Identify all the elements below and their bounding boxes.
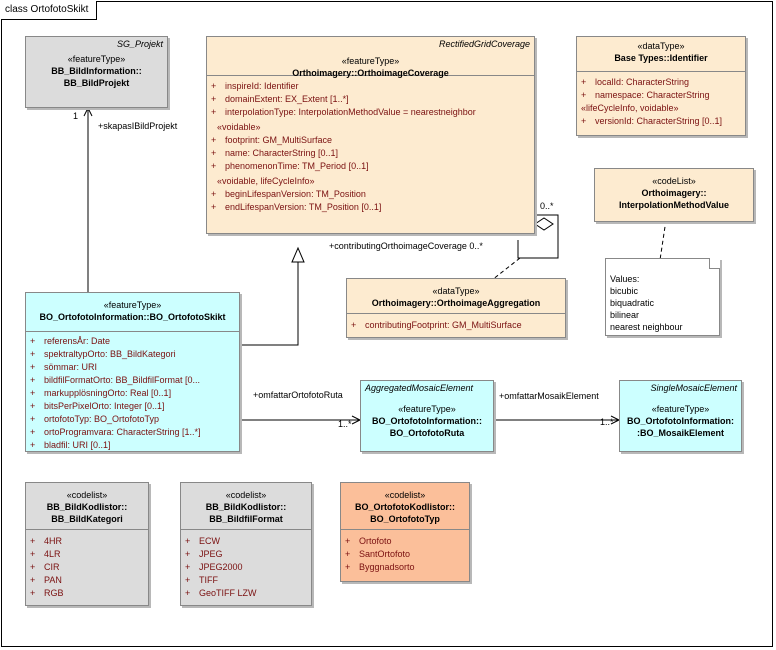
note-line: bicubic [610,286,639,296]
attribute: +domainExtent: EX_Extent [1..*] [211,94,349,104]
attribute: +inspireId: Identifier [211,81,299,91]
attribute: +beginLifespanVersion: TM_Position [211,189,366,199]
code-value: +SantOrtofoto [345,549,411,559]
code-value: +Ortofoto [345,536,392,546]
aggregation-loop [517,214,559,259]
class-orthoimage-coverage[interactable]: RectifiedGridCoverage «featureType» Orth… [206,36,535,234]
attribute: +bitsPerPixelOrto: Integer [0..1] [30,401,165,411]
attribute: +phenomenonTime: TM_Period [0..1] [211,161,369,171]
stereotype: «featureType» [103,300,162,310]
class-bo-ortoforuta[interactable]: AggregatedMosaicElement «featureType» BO… [360,380,494,452]
note-line: Values: [610,274,640,284]
attribute: +localId: CharacterString [581,77,690,87]
attribute: +ortofotoTyp: BO_OrtofotoTyp [30,414,160,424]
attribute: +bildfilFormatOrto: BB_BildfilFormat [0.… [30,375,201,385]
class-name: BO_OrtofotoInformation::BO_OrtofotoSkikt [39,312,226,322]
stereotype: «codelist» [225,490,267,500]
class-interpolation-method-value[interactable]: «codeList» Orthoimagery:: InterpolationM… [594,168,754,222]
attribute: +interpolationType: InterpolationMethodV… [211,107,476,117]
skapas-i-arrowhead [83,106,93,117]
generalization-line [240,262,299,346]
stereotype: «codelist» [66,490,108,500]
note-line: biquadratic [610,298,655,308]
aggregation-diamond [534,217,554,231]
code-value: +4HR [30,536,63,546]
attribute: +namespace: CharacterString [581,90,710,100]
stereotype: «featureType» [67,54,126,64]
attribute: +versionId: CharacterString [0..1] [581,116,723,126]
class-name: Orthoimagery:: InterpolationMethodValue [618,188,729,210]
role-label: +omfattarMosaikElement [499,391,599,401]
class-bo-mosaikelement[interactable]: SingleMosaicElement «featureType» BO_Ort… [619,380,742,452]
class-name: BO_OrtofotoKodlistor:: BO_OrtofotoTyp [355,502,455,524]
attribute: +spektraltypOrto: BB_BildKategori [30,349,176,359]
stereotype: «dataType» [637,41,685,51]
stereotype: «codelist» [384,490,426,500]
attribute: +referensÅr: Date [30,336,111,346]
role-label: +contributingOrthoimageCoverage 0..* [329,241,483,251]
attribute: +markupplösningOrto: Real [0..1] [30,388,172,398]
class-name: Base Types::Identifier [614,53,708,63]
multiplicity-label: 0..* [540,201,554,211]
code-value: +CIR [30,562,60,572]
template-label: SingleMosaicElement [650,383,737,393]
generalization-arrowhead [291,246,305,263]
code-value: +JPEG [185,549,223,559]
attribute: +name: CharacterString [0..1] [211,148,339,158]
code-value: +ECW [185,536,220,546]
association-class-link [491,257,521,281]
attribute-group-label: «voidable, lifeCycleInfo» [217,176,315,186]
class-identifier[interactable]: «dataType» Base Types::Identifier +local… [576,36,746,136]
class-bb-bildprojekt[interactable]: SG_Projekt «featureType» BB_BildInformat… [25,36,168,108]
stereotype: «featureType» [341,56,400,66]
values-note[interactable]: Values: bicubic biquadratic bilinear nea… [605,258,720,336]
class-orthoimage-aggregation[interactable]: «dataType» Orthoimagery::OrthoimageAggre… [346,278,566,338]
class-bb-bildkategori[interactable]: «codelist» BB_BildKodlistor:: BB_BildKat… [25,482,149,606]
class-name: BB_BildInformation:: BB_BildProjekt [51,66,142,88]
class-name: BO_OrtofotoInformation:: BO_OrtofotoRuta [372,416,482,438]
template-label: RectifiedGridCoverage [438,39,530,49]
note-line: nearest neighbour [610,322,683,332]
attribute: +bladfil: URI [0..1] [30,440,111,450]
class-bo-ortofototyp[interactable]: «codelist» BO_OrtofotoKodlistor:: BO_Ort… [340,482,470,582]
class-bo-ortofotoskikt[interactable]: «featureType» BO_OrtofotoInformation::BO… [25,292,240,452]
class-name: Orthoimagery::OrthoimageCoverage [292,68,449,78]
code-value: +RGB [30,588,64,598]
attribute: +endLifespanVersion: TM_Position [0..1] [211,202,382,212]
code-value: +GeoTIFF LZW [185,588,257,598]
note-fold [709,258,720,269]
multiplicity-label: 1 [73,111,79,121]
code-value: +4LR [30,549,61,559]
code-value: +JPEG2000 [185,562,243,572]
role-label: +skapasIBildProjekt [98,121,178,131]
attribute-group-label: «lifeCycleInfo, voidable» [581,103,679,113]
template-label: SG_Projekt [116,39,163,49]
code-value: +PAN [30,575,62,585]
attribute: +sömmar: URI [30,362,98,372]
frame-title: class OrtofotoSkikt [1,1,98,20]
attribute: +contributingFootprint: GM_MultiSurface [351,320,522,330]
role-label: +omfattarOrtofotoRuta [253,390,343,400]
stereotype: «featureType» [651,404,710,414]
attribute-group-label: «voidable» [217,122,261,132]
note-line: bilinear [610,310,640,320]
code-value: +TIFF [185,575,218,585]
class-name: BB_BildKodlistor:: BB_BildfilFormat [205,502,287,524]
template-label: AggregatedMosaicElement [365,383,474,393]
class-bb-bildfilformat[interactable]: «codelist» BB_BildKodlistor:: BB_Bildfil… [180,482,312,606]
attribute: +footprint: GM_MultiSurface [211,135,333,145]
multiplicity-label: 1..* [338,419,352,429]
attribute: +ortoProgramvara: CharacterString [1..*] [30,427,201,437]
class-name: BB_BildKodlistor:: BB_BildKategori [46,502,128,524]
class-name: Orthoimagery::OrthoimageAggregation [371,298,541,308]
stereotype: «codeList» [652,176,696,186]
code-value: +Byggnadsorto [345,562,415,572]
class-name: BO_OrtofotoInformation: :BO_MosaikElemen… [627,416,734,438]
multiplicity-label: 1..* [600,417,614,427]
stereotype: «featureType» [398,404,456,414]
stereotype: «dataType» [432,286,480,296]
